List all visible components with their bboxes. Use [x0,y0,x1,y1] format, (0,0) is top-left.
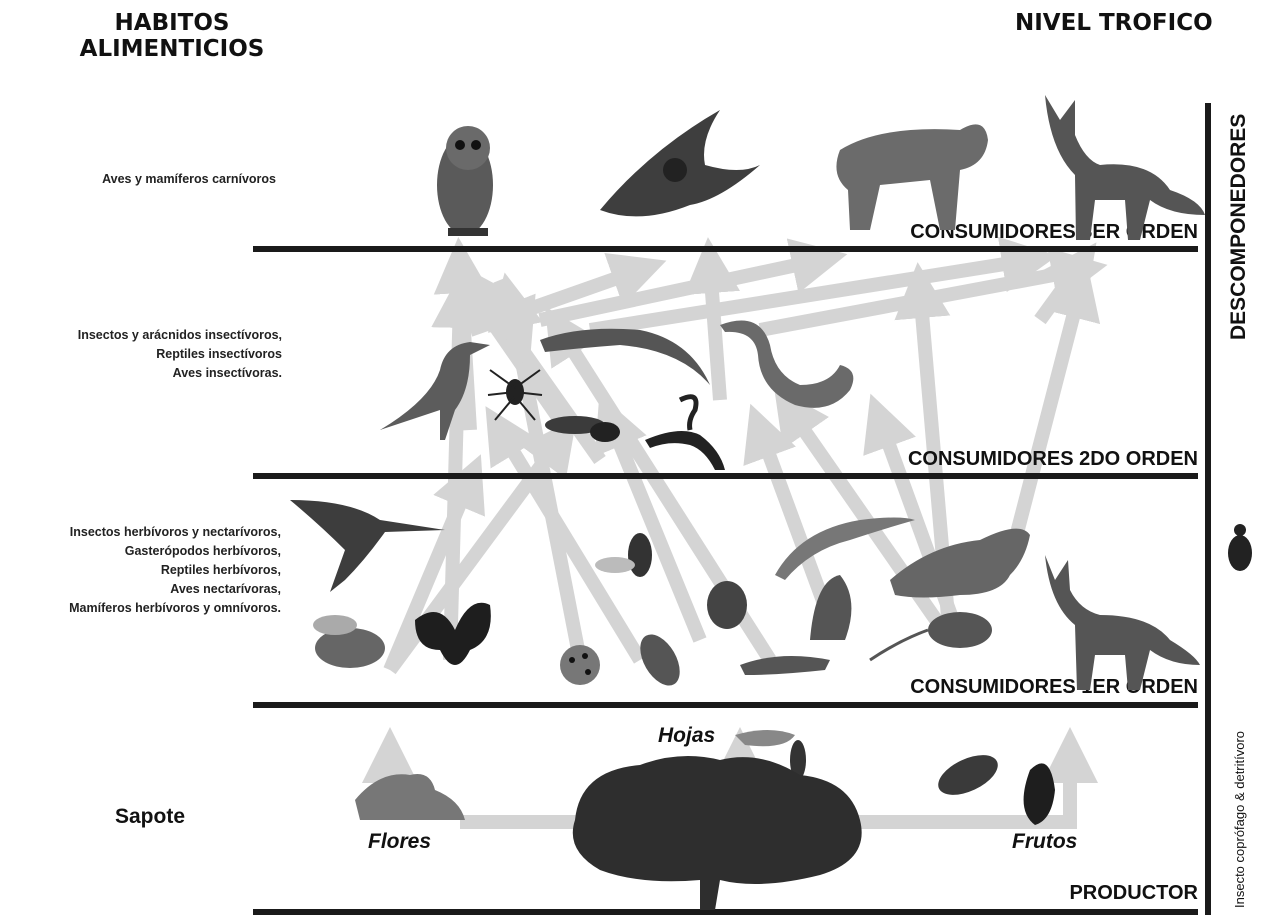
wildcat-icon [836,124,988,230]
grasshopper-icon [740,656,830,675]
fruit-icon [932,747,1055,825]
wasp-icon [545,416,620,442]
snake-icon [720,321,853,408]
stinkbug-icon [707,581,747,629]
snail-icon [810,575,851,640]
ladybug-icon [560,645,600,685]
flower-icon [355,774,465,820]
fox-icon [1045,95,1205,240]
fox-omnivore-icon [1045,555,1200,690]
lizard-herbivore-icon [775,518,915,581]
bee-icon [313,615,385,668]
eagle-icon [600,110,760,216]
hummingbird-icon [290,500,445,592]
lizard-icon [540,329,710,385]
beetle-icon [632,628,688,692]
chinchilla-icon [890,529,1030,598]
bird-insectivore-icon [380,342,490,440]
fly-icon [595,533,652,577]
owl-icon [437,126,493,236]
beetle-decomposer-icon [1228,524,1252,571]
scorpion-icon [645,397,725,470]
sapote-tree-icon [573,756,862,910]
mouse-icon [870,612,992,660]
spider-icon [488,370,542,420]
butterfly-icon [415,603,491,665]
